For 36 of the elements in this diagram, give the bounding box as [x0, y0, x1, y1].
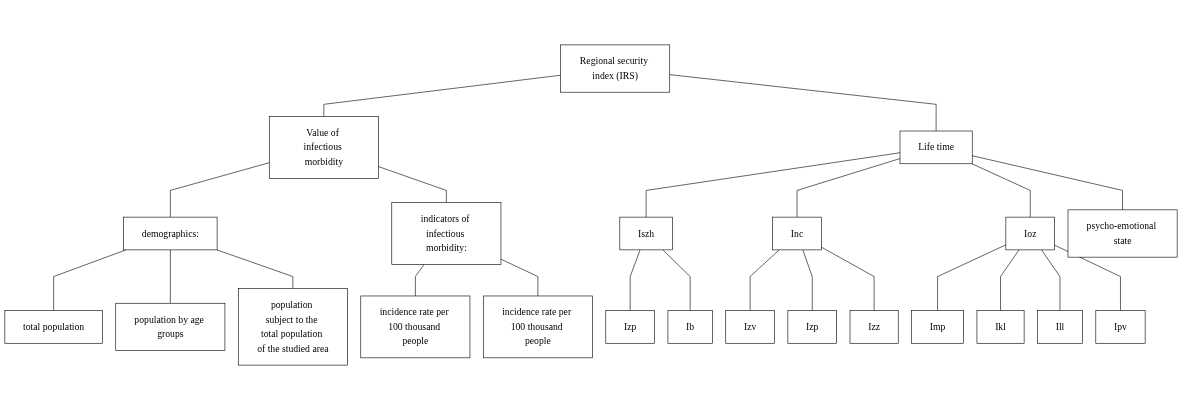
- node-box: population subject to the total population of the studied area: [237, 288, 348, 366]
- node-box: indicators of infectious morbidity:: [391, 202, 502, 265]
- node-box: Ill: [1037, 310, 1083, 344]
- node-box: Izz: [849, 310, 899, 344]
- node-box: Inc: [772, 216, 822, 251]
- node-box: Life time: [899, 130, 973, 165]
- node-box: Regional security index (IRS): [560, 44, 671, 93]
- connector: [500, 258, 539, 297]
- connector: [323, 74, 561, 117]
- node-box: demographics:: [123, 216, 218, 251]
- connector: [1000, 249, 1020, 311]
- node-box: Imp: [911, 310, 964, 344]
- node-box: psycho-emotional state: [1067, 209, 1178, 258]
- connector: [216, 249, 294, 289]
- connector: [821, 246, 875, 311]
- connector: [937, 244, 1007, 311]
- node-box: Ioz: [1005, 216, 1055, 251]
- connector: [415, 264, 425, 297]
- connector: [802, 249, 813, 311]
- node-box: Value of infectious morbidity: [268, 116, 379, 179]
- connector: [749, 249, 780, 311]
- node-box: Ib: [667, 310, 713, 344]
- node-box: Ipv: [1095, 310, 1146, 344]
- node-box: population by age groups: [115, 302, 226, 351]
- connector: [971, 155, 1123, 211]
- node-box: total population: [4, 310, 103, 344]
- connector: [662, 249, 691, 311]
- node-box: Izv: [725, 310, 775, 344]
- node-box: Ikl: [976, 310, 1025, 344]
- node-box: incidence rate per 100 thousand people: [483, 295, 593, 359]
- connector: [629, 249, 641, 311]
- node-box: Izp: [787, 310, 837, 344]
- node-box: Iszh: [619, 216, 673, 251]
- node-box: Izp: [605, 310, 655, 344]
- node-box: incidence rate per 100 thousand people: [360, 295, 471, 359]
- connector: [378, 166, 447, 203]
